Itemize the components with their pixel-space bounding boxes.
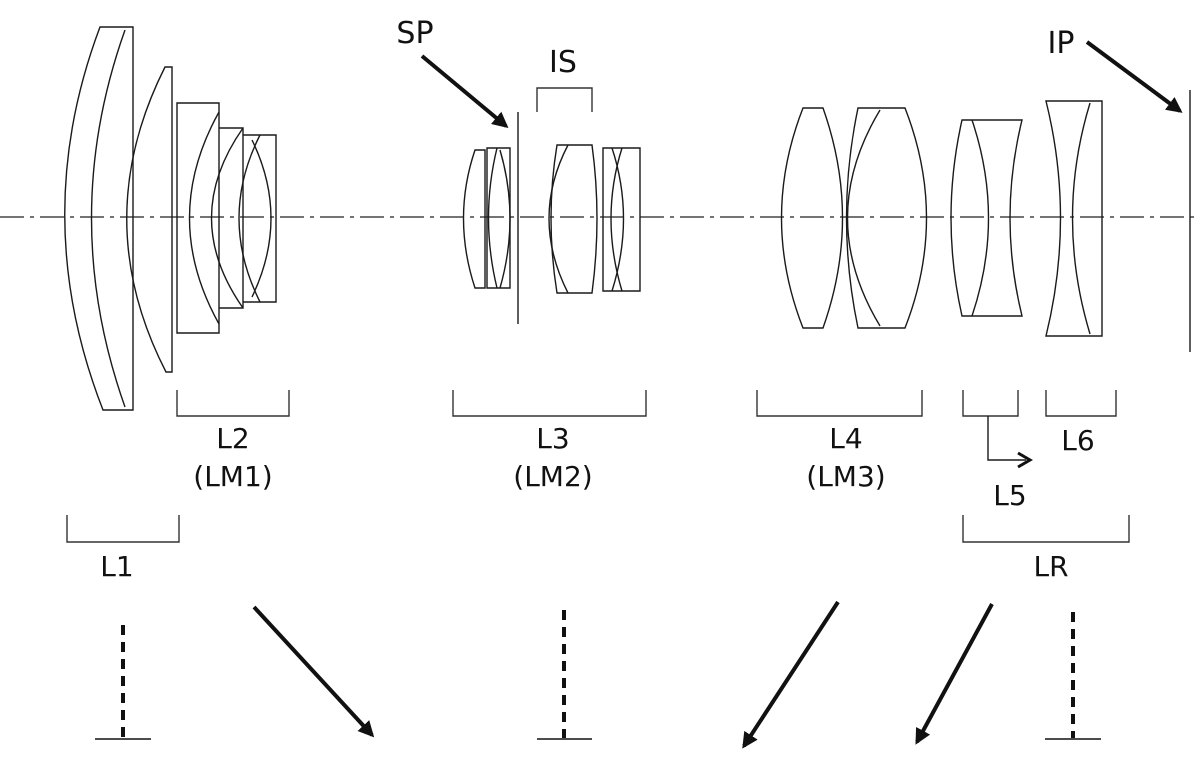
lens-group-l5	[950, 119, 1023, 317]
lr-bracket	[962, 515, 1130, 543]
label-lm1: (LM1)	[193, 460, 272, 493]
label-lm2: (LM2)	[513, 460, 592, 493]
movement-l3-fixed	[537, 610, 592, 740]
sp-pointer-arrow	[420, 54, 509, 129]
movement-l2-arrow	[252, 605, 375, 738]
label-l1: L1	[100, 550, 133, 583]
l4-bracket	[756, 390, 923, 417]
lens-group-l6	[1045, 100, 1103, 337]
l5-leader	[987, 416, 1026, 461]
label-l3: L3	[536, 422, 569, 455]
label-l5: L5	[993, 479, 1026, 512]
movement-l5-arrow	[915, 603, 994, 745]
label-lm3: (LM3)	[806, 460, 885, 493]
l5-bracket	[962, 390, 1019, 417]
label-l2: L2	[216, 422, 249, 455]
l2-bracket	[176, 390, 290, 417]
l3-bracket	[452, 390, 647, 417]
label-l6: L6	[1061, 424, 1094, 457]
movement-l4-arrow	[742, 600, 840, 749]
label-ip: IP	[1048, 26, 1075, 61]
ip-pointer-arrow	[1085, 40, 1183, 113]
label-sp: SP	[396, 16, 433, 51]
label-lr: LR	[1033, 550, 1068, 583]
lens-group-l3	[462, 144, 641, 294]
l6-bracket	[1045, 390, 1117, 417]
lens-group-l4	[780, 107, 928, 329]
movement-l1-fixed	[95, 625, 151, 740]
label-l4: L4	[829, 422, 862, 455]
l1-bracket	[66, 515, 180, 543]
is-bracket	[536, 87, 593, 112]
lens-group-l1	[64, 26, 173, 411]
label-is: IS	[549, 45, 577, 80]
movement-l6-fixed	[1045, 612, 1101, 740]
lens-group-l2	[176, 102, 277, 334]
